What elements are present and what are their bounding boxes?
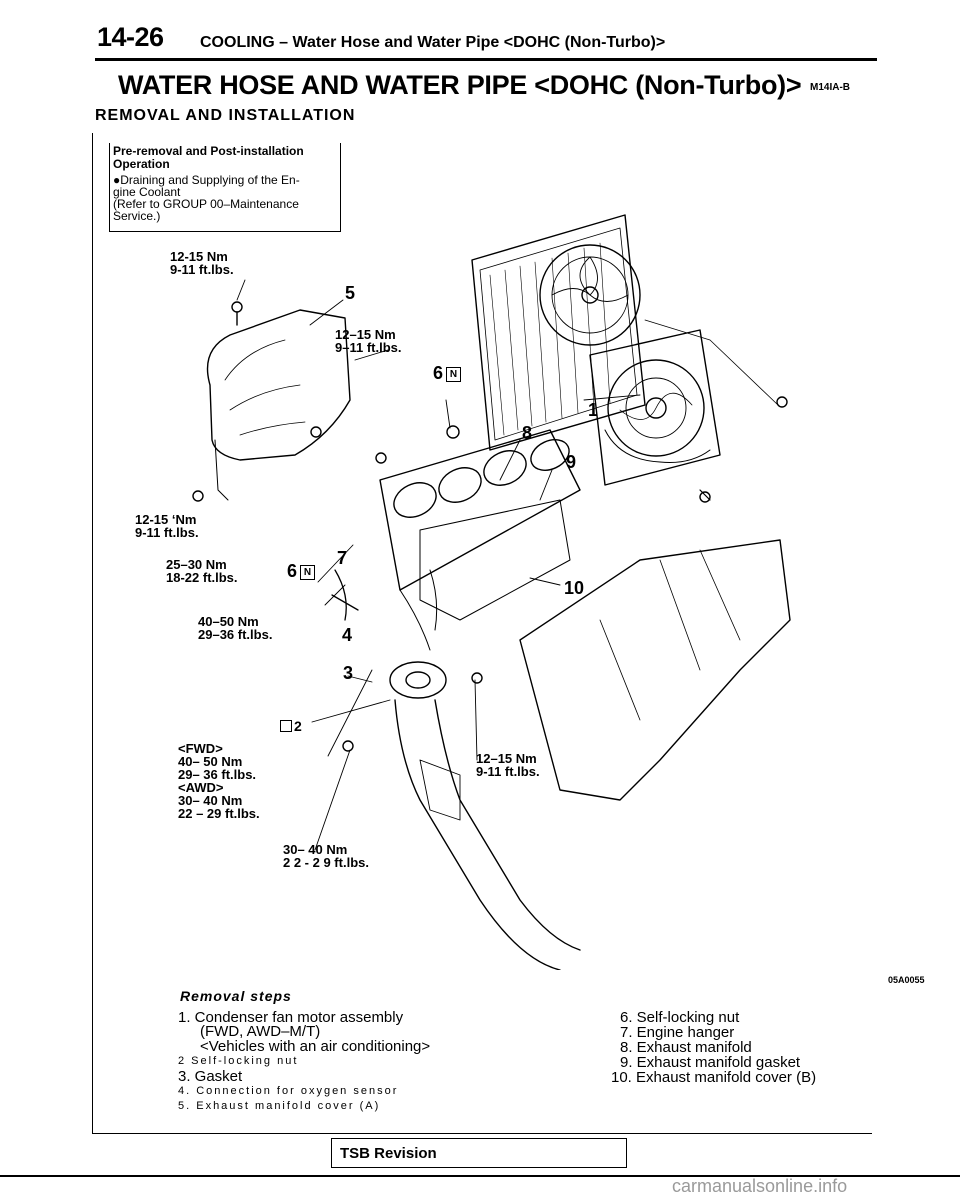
pre-removal-line: gine Coolant bbox=[113, 185, 181, 199]
new-part-mark: N bbox=[300, 565, 315, 580]
left-margin-rule bbox=[92, 133, 93, 1133]
removal-step: (FWD, AWD–M/T) bbox=[200, 1023, 321, 1040]
tsb-revision-label: TSB Revision bbox=[340, 1145, 437, 1162]
removal-step: 5. Exhaust manifold cover (A) bbox=[178, 1100, 381, 1112]
callout-8: 8 bbox=[522, 423, 533, 443]
removal-step: 7. Engine hanger bbox=[620, 1024, 735, 1041]
removal-steps-title: Removal steps bbox=[180, 988, 292, 1004]
exploded-view-diagram bbox=[192, 214, 791, 970]
page-bottom-rule bbox=[0, 1175, 960, 1177]
callout-5: 5 bbox=[345, 283, 356, 303]
bolt-illustrations bbox=[192, 301, 483, 752]
callout-3: 3 bbox=[343, 663, 354, 683]
header-rule bbox=[95, 58, 877, 61]
callout-4: 4 bbox=[342, 625, 353, 645]
callout-6: 6 bbox=[433, 363, 444, 383]
callout-6: 6 bbox=[287, 561, 298, 581]
tsb-revision-box bbox=[331, 1138, 627, 1168]
fan-shroud-illustration bbox=[539, 244, 641, 346]
removal-step: 9. Exhaust manifold gasket bbox=[620, 1054, 801, 1071]
new-part-mark bbox=[280, 720, 292, 732]
pre-removal-line: ●Draining and Supplying of the En- bbox=[113, 173, 300, 187]
engine-hanger-illustration bbox=[331, 569, 359, 621]
watermark: carmanualsonline.info bbox=[672, 1176, 848, 1196]
page-number: 14-26 bbox=[97, 22, 164, 52]
exhaust-manifold-illustration bbox=[379, 429, 581, 651]
callout-2: 2 bbox=[294, 718, 302, 734]
radiator-illustration bbox=[471, 214, 646, 451]
reference-code: M14IA-B bbox=[810, 82, 851, 93]
pre-removal-title: Pre-removal and Post-installation Operat… bbox=[113, 144, 304, 171]
condenser-fan-illustration bbox=[589, 319, 788, 503]
running-header-title: COOLING – Water Hose and Water Pipe <DOH… bbox=[200, 34, 666, 51]
leader-lines bbox=[236, 279, 641, 851]
pre-removal-box bbox=[109, 143, 341, 232]
pre-removal-line: Service.) bbox=[113, 209, 161, 223]
section-heading: REMOVAL AND INSTALLATION bbox=[95, 107, 356, 124]
new-part-mark: N bbox=[446, 367, 461, 382]
removal-step: 4. Connection for oxygen sensor bbox=[178, 1085, 399, 1097]
callout-9: 9 bbox=[566, 452, 577, 472]
callout-10: 10 bbox=[564, 578, 585, 598]
figure-code: 05A0055 bbox=[888, 975, 925, 985]
removal-step: 1. Condenser fan motor assembly bbox=[178, 1009, 404, 1026]
front-pipe-illustration bbox=[389, 661, 581, 970]
callout-7: 7 bbox=[337, 548, 348, 568]
removal-step: <Vehicles with an air conditioning> bbox=[200, 1038, 431, 1055]
removal-step: 8. Exhaust manifold bbox=[620, 1039, 752, 1056]
footer-rule bbox=[92, 1133, 872, 1134]
removal-step: 6. Self-locking nut bbox=[620, 1009, 740, 1026]
page-title: WATER HOSE AND WATER PIPE <DOHC (Non-Tur… bbox=[118, 70, 802, 100]
removal-step: 3. Gasket bbox=[178, 1068, 243, 1085]
removal-step: 2 Self-locking nut bbox=[178, 1055, 299, 1067]
pre-removal-line: (Refer to GROUP 00–Maintenance bbox=[113, 197, 299, 211]
removal-step: 10. Exhaust manifold cover (B) bbox=[611, 1069, 817, 1086]
heat-shield-illustration bbox=[419, 499, 571, 621]
timing-belt-cover-illustration bbox=[206, 309, 351, 501]
callout-1: 1 bbox=[588, 400, 599, 420]
engine-head-illustration bbox=[519, 539, 791, 801]
